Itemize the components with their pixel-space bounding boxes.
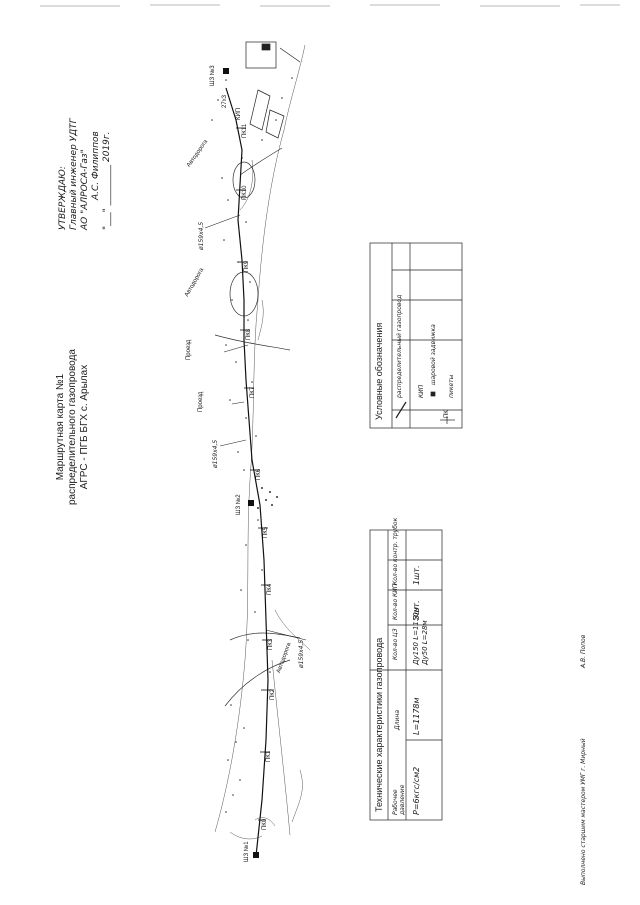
tech-value-kip: 3шт.: [412, 600, 421, 620]
picket-label: ПК9: [244, 260, 250, 272]
valve-markers: [223, 68, 259, 858]
label-start-valve: ШЗ №1: [244, 841, 250, 862]
legend-item-pickets: пикеты: [448, 374, 455, 398]
label-pipe-spec-3: ø159х4,5: [198, 221, 205, 250]
approval-head: УТВЕРЖДАЮ:: [58, 166, 68, 230]
tech-value-length: L=1178м: [412, 697, 421, 735]
picket-label: ПК3: [268, 638, 274, 650]
picket-label: ПК1: [266, 750, 272, 762]
tech-table-title: Технические характеристики газопровода: [374, 637, 384, 812]
approval-date: "___" _________ 2019г.: [102, 131, 112, 231]
label-kip: КИП: [236, 107, 242, 120]
end-station-structure: [245, 41, 301, 139]
leader-lines: [204, 214, 307, 641]
tech-header-pressure: Рабочее давление: [392, 784, 406, 815]
legend-title: Условные обозначения: [374, 322, 384, 420]
approval-line-2: АО "АЛРОСА-Газ": [80, 149, 90, 230]
label-pipe-spec-2: ø159х4,5: [212, 439, 219, 468]
tech-value-tubes: 1шт.: [412, 565, 421, 585]
picket-label: ПК5: [263, 526, 269, 538]
tech-header-kip: Кол-во КИП: [392, 583, 399, 620]
label-end-valve: ШЗ №3: [210, 65, 216, 86]
approval-line-1: Главный инженер УДТГ: [69, 118, 79, 230]
scan-edge-marks: [40, 4, 620, 7]
footer-author-name: А.В. Попов: [580, 634, 587, 668]
tech-table-frame: [369, 529, 443, 821]
picket-label: ПК7: [250, 386, 256, 398]
map-title: Маршрутная карта №1 распределительного г…: [55, 349, 91, 505]
footer-author-note: Выполнено старшим мастером УМГ г. Мирный: [580, 738, 587, 885]
picket-label: ПК0: [262, 818, 268, 830]
legend-symbol-pk: ПК: [444, 410, 450, 418]
picket-ticks: [236, 127, 273, 821]
label-pipe-spec-1: ø159х4,5: [298, 639, 305, 668]
label-crossing-1: Проезд: [186, 339, 192, 360]
approval-signature: А.С. Филиппов: [91, 131, 101, 200]
picket-label: ПК8: [246, 328, 252, 340]
picket-label: ПК2: [270, 688, 276, 700]
legend-item-pipe: распределительный газопровод: [396, 294, 403, 398]
title-line-2: распределительного газопровода: [67, 349, 78, 505]
picket-label: ПК4: [267, 583, 273, 595]
tech-header-length: Длина: [394, 709, 401, 730]
title-line-3: АГРС - ПГБ БГХ с. Арылах: [79, 364, 90, 490]
label-crossing-2: Проезд: [198, 391, 204, 412]
road-crossings: [214, 147, 301, 707]
tech-value-pressure: Р=6кгс/см2: [412, 766, 421, 815]
legend-frame: [369, 242, 463, 429]
terrain-hatching: [214, 44, 311, 840]
label-end-note: 27х3: [222, 94, 228, 108]
title-line-1: Маршрутная карта №1: [55, 373, 66, 481]
picket-label: ПК6: [256, 468, 262, 480]
tech-header-tubes: Кол-во контр. трубок: [392, 517, 399, 585]
label-mid-valve: ШЗ №2: [236, 494, 242, 515]
approval-block: УТВЕРЖДАЮ: Главный инженер УДТГ АО "АЛРО…: [58, 118, 113, 230]
picket-label: ПК10: [242, 185, 248, 200]
tech-header-cz: Кол-во ЦЗ: [392, 628, 399, 660]
legend-item-kip: КИП: [418, 384, 425, 398]
picket-label: ПК11: [242, 123, 248, 138]
terrain-dots: [211, 77, 293, 813]
legend-item-valve: шаровой задвижка: [430, 324, 437, 385]
